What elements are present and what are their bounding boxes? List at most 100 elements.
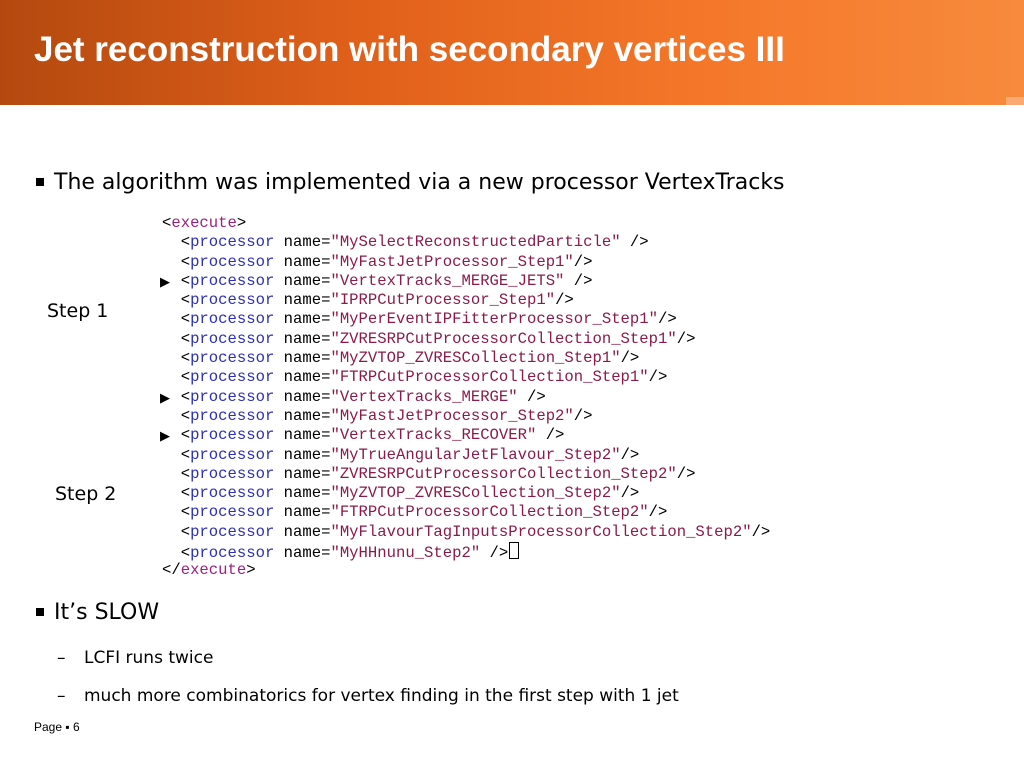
banner-corner-decoration [1006, 97, 1024, 105]
code-tag-close: /> [573, 252, 593, 271]
page-footer: Page ▪ 6 [34, 720, 80, 734]
code-attr-name: name= [274, 329, 331, 348]
arrow-marker-icon: ▶ [160, 429, 170, 445]
code-attr-name: name= [274, 233, 331, 252]
code-line-processor: ▶ <processor name="VertexTracks_MERGE_JE… [160, 271, 770, 291]
code-attr-name: name= [274, 503, 331, 522]
code-line-processor: <processor name="FTRPCutProcessorCollect… [162, 503, 770, 522]
code-processor-keyword: processor [190, 349, 275, 368]
code-processor-keyword: processor [190, 522, 275, 541]
code-bracket: > [236, 214, 247, 232]
code-attr-name: name= [274, 522, 331, 541]
text-cursor-box-icon [509, 542, 520, 560]
code-processor-keyword: processor [190, 445, 275, 464]
code-processor-name: "MySelectReconstructedParticle" [330, 233, 621, 252]
code-processor-name: "IPRPCutProcessor_Step1" [330, 291, 556, 310]
bullet-square-icon [36, 178, 44, 186]
code-attr-name: name= [274, 387, 331, 406]
sub-bullet-combinatorics: much more combinatorics for vertex findi… [84, 686, 679, 706]
code-line-processor: <processor name="ZVRESRPCutProcessorColl… [162, 465, 770, 484]
code-processor-name: "MyZVTOP_ZVRESCollection_Step2" [330, 484, 621, 503]
code-processor-keyword: processor [190, 503, 275, 522]
code-processor-name: "FTRPCutProcessorCollection_Step2" [330, 503, 649, 522]
code-tag-close: /> [573, 406, 593, 425]
code-processor-keyword: processor [190, 387, 275, 406]
code-line-processor: ▶ <processor name="VertexTracks_MERGE" /… [160, 387, 770, 407]
code-tag-name: execute [171, 214, 237, 232]
code-processor-keyword: processor [190, 271, 275, 290]
code-line-processor: <processor name="MyTrueAngularJetFlavour… [162, 446, 770, 465]
code-processor-name: "MyTrueAngularJetFlavour_Step2" [330, 445, 621, 464]
code-line-processor: <processor name="FTRPCutProcessorCollect… [162, 368, 770, 387]
code-bracket: < [162, 291, 191, 310]
code-tag-close: /> [658, 310, 677, 329]
code-bracket: > [246, 561, 256, 580]
code-bracket: < [162, 503, 191, 522]
code-line-execute-close: </execute> [162, 561, 770, 580]
code-processor-keyword: processor [190, 252, 275, 271]
code-processor-name: "MyZVTOP_ZVRESCollection_Step1" [330, 349, 621, 368]
code-bracket: < [162, 522, 191, 541]
code-tag-close: /> [555, 291, 574, 310]
code-bracket: < [162, 464, 191, 483]
code-line-processor: <processor name="ZVRESRPCutProcessorColl… [162, 330, 770, 349]
step-1-label: Step 1 [47, 300, 109, 322]
code-processor-name: "ZVRESRPCutProcessorCollection_Step2" [330, 464, 677, 483]
code-bracket: < [162, 406, 191, 425]
code-bracket: < [162, 426, 191, 445]
code-tag-close: /> [648, 503, 668, 522]
code-processor-name: "MyFastJetProcessor_Step1" [330, 252, 574, 271]
code-tag-name: execute [180, 561, 247, 580]
code-line-processor: <processor name="MyPerEventIPFitterProce… [162, 310, 770, 329]
code-attr-name: name= [274, 544, 331, 563]
code-bracket: < [162, 445, 191, 464]
code-tag-close: /> [480, 544, 509, 563]
code-tag-close: /> [648, 368, 668, 387]
code-attr-name: name= [274, 349, 331, 368]
code-processor-keyword: processor [190, 406, 275, 425]
code-bracket: < [162, 329, 191, 348]
code-attr-name: name= [274, 291, 331, 310]
code-processor-keyword: processor [190, 426, 275, 445]
code-bracket: < [162, 484, 191, 503]
code-tag-close: /> [620, 445, 640, 464]
code-line-processor: <processor name="MySelectReconstructedPa… [162, 233, 770, 252]
code-attr-name: name= [274, 426, 331, 445]
arrow-marker-icon: ▶ [160, 274, 170, 290]
code-attr-name: name= [274, 484, 331, 503]
code-attr-name: name= [274, 368, 331, 387]
code-processor-name: "ZVRESRPCutProcessorCollection_Step1" [330, 329, 677, 348]
code-processor-name: "MyHHnunu_Step2" [330, 544, 481, 563]
code-processor-keyword: processor [190, 310, 275, 329]
code-tag-close: /> [620, 349, 640, 368]
code-tag-close: /> [676, 329, 696, 348]
code-tag-close: /> [620, 484, 640, 503]
code-tag-close: /> [517, 387, 546, 406]
code-line-processor: <processor name="MyZVTOP_ZVRESCollection… [162, 349, 770, 368]
code-processor-keyword: processor [190, 464, 275, 483]
code-processor-keyword: processor [190, 544, 275, 563]
code-attr-name: name= [274, 310, 331, 329]
code-bracket: </ [162, 561, 181, 580]
code-processor-name: "MyFlavourTagInputsProcessorCollection_S… [330, 522, 752, 541]
sub-bullet-lcfi: LCFI runs twice [84, 648, 214, 668]
code-tag-close: /> [564, 271, 593, 290]
dash-icon: – [57, 648, 66, 668]
code-tag-close: /> [536, 426, 565, 445]
code-tag-close: /> [751, 522, 771, 541]
code-line-processor: <processor name="MyZVTOP_ZVRESCollection… [162, 484, 770, 503]
step-2-label: Step 2 [55, 483, 117, 505]
code-line-processor: ▶ <processor name="VertexTracks_RECOVER"… [160, 426, 770, 445]
xml-code-block: <execute> <processor name="MySelectRecon… [160, 214, 771, 581]
code-attr-name: name= [274, 464, 331, 483]
code-processor-name: "VertexTracks_MERGE" [330, 387, 518, 406]
arrow-marker-icon: ▶ [160, 390, 170, 406]
code-processor-name: "FTRPCutProcessorCollection_Step1" [330, 368, 649, 387]
code-line-processor: <processor name="MyHHnunu_Step2" /> [162, 542, 770, 563]
code-tag-close: /> [620, 233, 649, 252]
code-processor-name: "MyPerEventIPFitterProcessor_Step1" [330, 310, 658, 329]
code-attr-name: name= [274, 252, 331, 271]
code-bracket: < [162, 387, 191, 406]
code-bracket: < [162, 310, 191, 329]
bullet-slow: It’s SLOW [54, 600, 160, 625]
